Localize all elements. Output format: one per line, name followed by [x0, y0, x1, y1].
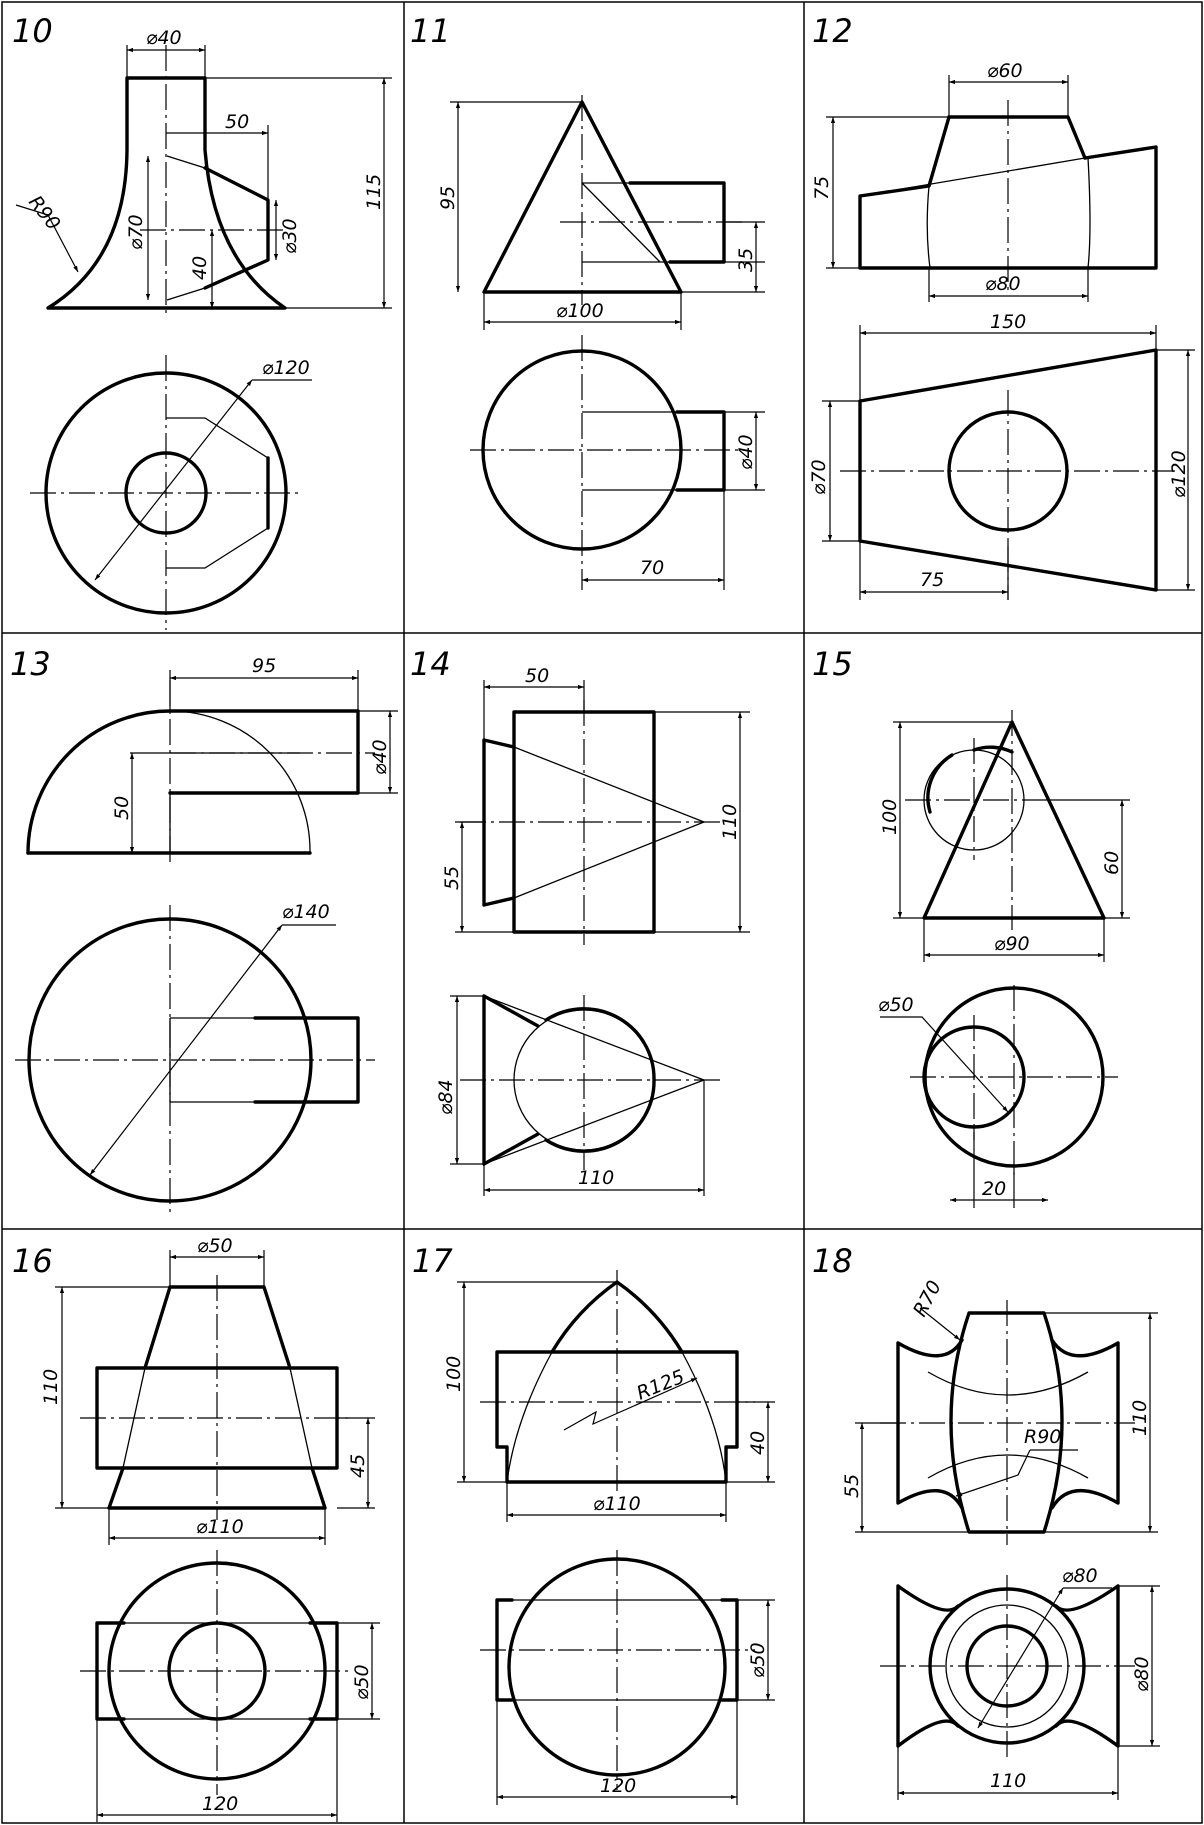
dimension-label: ⌀80: [1131, 1656, 1153, 1692]
front-view: ⌀60 75 ⌀80: [811, 60, 1158, 302]
dimension-label: ⌀50: [747, 1642, 769, 1678]
dimension-label: 115: [363, 174, 385, 210]
panel-number: 10: [12, 12, 53, 50]
dimension-label: ⌀40: [146, 27, 182, 49]
dimension-label: ⌀80: [985, 273, 1021, 295]
panel-number: 11: [410, 12, 451, 50]
dimension-label: 95: [437, 186, 459, 210]
dimension-label: 55: [841, 1474, 863, 1498]
dimension-label: ⌀50: [197, 1235, 233, 1257]
dimension-label: 70: [640, 557, 664, 579]
panel-17: 17 100 R125 40 ⌀110 ⌀5: [412, 1242, 775, 1805]
dimension-label: ⌀120: [1168, 450, 1190, 498]
front-view: R70 110 R90 55: [841, 1277, 1158, 1545]
panel-14: 14 50 110 55 ⌀84: [410, 645, 750, 1196]
dimension-label: 50: [225, 111, 249, 133]
dimension-label: ⌀50: [351, 1664, 373, 1700]
dimension-label: ⌀110: [196, 1516, 244, 1538]
dimension-label: 100: [443, 1356, 465, 1392]
panel-18: 18 R70 110 R90 55: [812, 1242, 1160, 1800]
panel-number: 15: [812, 645, 853, 683]
dimension-label: 110: [578, 1167, 614, 1189]
dimension-label: R125: [634, 1366, 688, 1405]
dimension-label: ⌀90: [994, 933, 1030, 955]
dimension-label: 120: [202, 1793, 238, 1815]
top-view: ⌀140: [15, 901, 375, 1215]
dimension-label: 20: [982, 1178, 1006, 1200]
panel-number: 18: [812, 1242, 853, 1280]
panel-15: 15 100 60 ⌀90 ⌀50: [812, 645, 1130, 1208]
front-view: 95 ⌀100 35: [437, 95, 765, 330]
dimension-label: 110: [990, 1770, 1026, 1792]
dimension-label: ⌀100: [556, 300, 604, 322]
top-view: ⌀50 20: [878, 985, 1118, 1208]
dimension-label: 75: [811, 176, 833, 200]
dimension-label: ⌀80: [1062, 1565, 1098, 1587]
dimension-label: R90: [1024, 1426, 1061, 1448]
dimension-label: 110: [40, 1369, 62, 1405]
panel-number: 12: [812, 12, 853, 50]
dimension-label: 50: [111, 796, 133, 820]
dimension-label: 110: [1129, 1400, 1151, 1436]
dimension-label: 95: [252, 655, 276, 677]
dimension-label: ⌀60: [987, 60, 1023, 82]
dimension-label: ⌀84: [435, 1079, 457, 1115]
top-view: ⌀80 ⌀80 110: [880, 1565, 1160, 1800]
dimension-label: 35: [735, 248, 757, 272]
dimension-label: 150: [990, 311, 1026, 333]
panel-number: 13: [10, 645, 51, 683]
panel-number: 16: [12, 1242, 53, 1280]
top-view: ⌀50 120: [480, 1550, 775, 1805]
top-view: ⌀40 70: [470, 335, 765, 590]
dimension-label: 50: [525, 665, 549, 687]
dimension-label: 55: [441, 866, 463, 890]
dimension-label: ⌀40: [369, 739, 391, 775]
top-view: ⌀50 120: [80, 1550, 380, 1822]
dimension-label: 40: [747, 1431, 769, 1455]
panel-10: 10 ⌀40 50 115 ⌀70 ⌀30 40 R90: [12, 12, 392, 630]
dimension-label: ⌀30: [279, 218, 301, 254]
front-view: ⌀50 110 45 ⌀110: [40, 1235, 375, 1545]
dimension-label: 45: [347, 1454, 369, 1478]
front-view: 100 60 ⌀90: [879, 710, 1130, 962]
top-view: 150 ⌀70 ⌀120 75: [808, 311, 1195, 600]
front-view: 50 110 55: [441, 665, 750, 945]
top-view: ⌀84 110: [435, 994, 720, 1196]
dimension-label: R70: [909, 1277, 946, 1320]
dimension-label: 40: [189, 256, 211, 280]
panel-13: 13 95 ⌀40 50 ⌀140: [10, 645, 398, 1215]
dimension-label: ⌀70: [808, 459, 830, 495]
panel-12: 12 ⌀60 75 ⌀80 150 ⌀70: [808, 12, 1195, 600]
dimension-label: ⌀110: [593, 1493, 641, 1515]
front-view: 95 ⌀40 50: [26, 655, 398, 865]
dimension-label: ⌀50: [878, 994, 914, 1016]
dimension-label: ⌀70: [125, 214, 147, 250]
panel-number: 17: [412, 1242, 453, 1280]
dimension-label: 100: [879, 799, 901, 835]
panel-number: 14: [410, 645, 451, 683]
dimension-label: 110: [719, 804, 741, 840]
front-view: 100 R125 40 ⌀110: [443, 1270, 775, 1522]
dimension-label: 120: [600, 1775, 636, 1797]
dimension-label: 75: [920, 569, 944, 591]
dimension-label: ⌀40: [735, 434, 757, 470]
front-view: ⌀40 50 115 ⌀70 ⌀30 40 R90: [15, 27, 392, 318]
dimension-label: ⌀140: [282, 901, 330, 923]
top-view: ⌀120: [30, 355, 312, 630]
panel-11: 11 95 ⌀100 35 ⌀40: [410, 12, 765, 590]
dimension-label: ⌀120: [262, 357, 310, 379]
dimension-label: 60: [1101, 851, 1123, 875]
dimension-label: R90: [24, 192, 64, 235]
panel-16: 16 ⌀50 110 45 ⌀110: [12, 1235, 380, 1822]
